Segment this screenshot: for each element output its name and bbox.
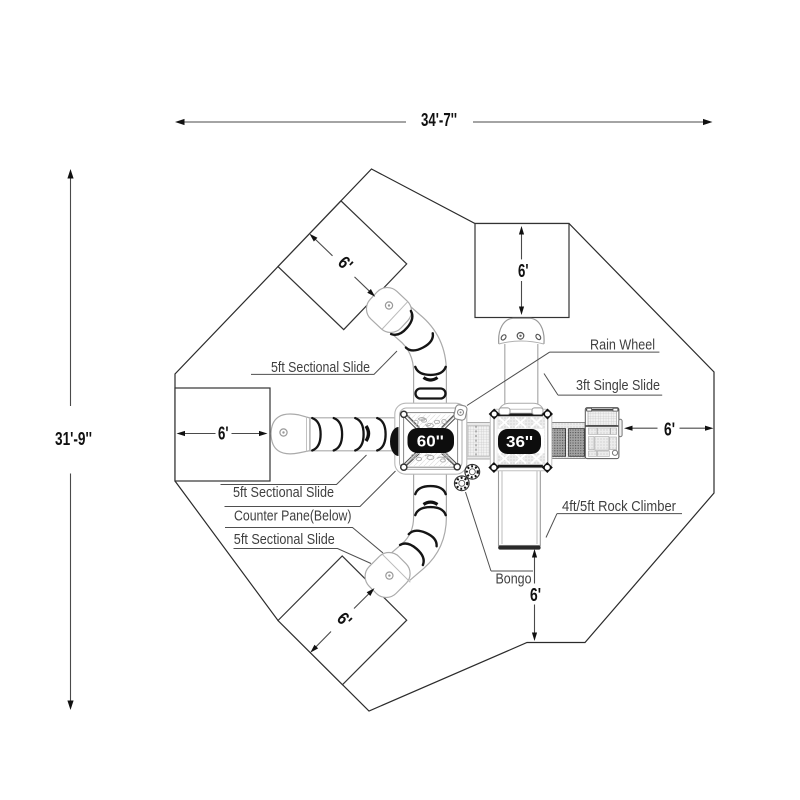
svg-text:Rain Wheel: Rain Wheel [590, 337, 655, 354]
svg-text:5ft Sectional Slide: 5ft Sectional Slide [234, 531, 335, 548]
svg-text:36'': 36'' [506, 434, 533, 451]
svg-text:Bongo: Bongo [496, 571, 532, 588]
svg-text:60'': 60'' [417, 434, 444, 451]
svg-text:5ft Sectional Slide: 5ft Sectional Slide [233, 484, 334, 501]
svg-text:4ft/5ft Rock Climber: 4ft/5ft Rock Climber [562, 498, 676, 515]
svg-text:31'-9'': 31'-9'' [55, 429, 92, 449]
svg-text:3ft Single Slide: 3ft Single Slide [576, 377, 660, 394]
svg-text:6': 6' [218, 423, 229, 443]
svg-text:6': 6' [664, 419, 675, 439]
svg-text:34'-7'': 34'-7'' [421, 110, 457, 130]
svg-text:6': 6' [518, 261, 529, 281]
svg-text:5ft Sectional Slide: 5ft Sectional Slide [271, 359, 370, 376]
svg-text:Counter Pane(Below): Counter Pane(Below) [234, 508, 352, 525]
svg-text:6': 6' [530, 585, 541, 605]
